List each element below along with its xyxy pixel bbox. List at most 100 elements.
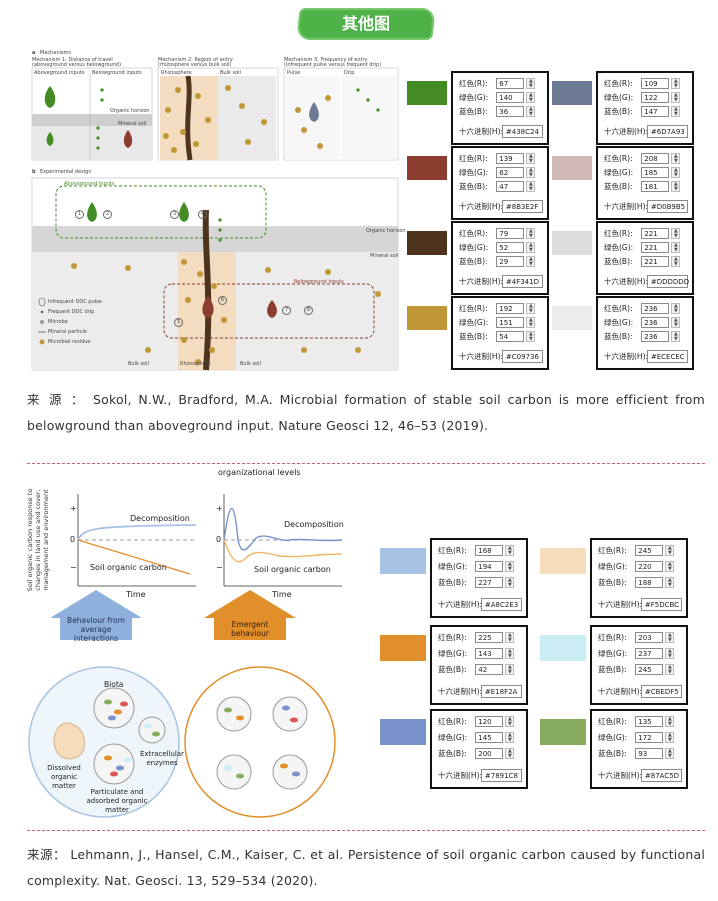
spinner-arrows-icon[interactable]: ▲▼: [526, 228, 536, 239]
value-field-red[interactable]: 168: [475, 545, 504, 556]
spinner-arrows-icon[interactable]: ▲▼: [671, 78, 681, 89]
value-field-red[interactable]: 192: [496, 303, 525, 314]
spinner-arrows-icon[interactable]: ▲▼: [526, 256, 536, 267]
value-field-green[interactable]: 221: [641, 242, 670, 253]
spinner-arrows-icon[interactable]: ▲▼: [526, 317, 536, 328]
spinner-arrows-icon[interactable]: ▲▼: [671, 303, 681, 314]
value-field-green[interactable]: 62: [496, 167, 525, 178]
value-field-green[interactable]: 185: [641, 167, 670, 178]
spinner-arrows-icon[interactable]: ▲▼: [526, 78, 536, 89]
value-field-red[interactable]: 236: [641, 303, 670, 314]
spinner-arrows-icon[interactable]: ▲▼: [665, 576, 675, 588]
panel-label-red: 红色(R):: [598, 633, 627, 642]
spinner-arrows-icon[interactable]: ▲▼: [505, 632, 515, 643]
value-field-green[interactable]: 194: [475, 560, 504, 572]
panel-label-hex: 十六进制(H):: [598, 771, 643, 780]
spinner-arrows-icon[interactable]: ▲▼: [665, 663, 675, 675]
hex-field[interactable]: #CBEDF5: [640, 685, 683, 698]
spinner-arrows-icon[interactable]: ▲▼: [671, 106, 681, 117]
spinner-arrows-icon[interactable]: ▲▼: [505, 576, 515, 588]
spinner-arrows-icon[interactable]: ▲▼: [671, 256, 681, 267]
spinner-arrows-icon[interactable]: ▲▼: [526, 106, 536, 117]
hex-field[interactable]: #DDDDDD: [646, 275, 689, 288]
spinner-arrows-icon[interactable]: ▲▼: [526, 242, 536, 253]
hex-field[interactable]: #ECECEC: [646, 350, 689, 363]
value-field-green[interactable]: 151: [496, 317, 525, 328]
value-field-blue[interactable]: 93: [635, 747, 664, 759]
value-field-blue[interactable]: 47: [496, 181, 525, 192]
hex-field[interactable]: #4F341D: [501, 275, 544, 288]
hex-field[interactable]: #D0B9B5: [646, 200, 689, 213]
value-field-blue[interactable]: 188: [635, 576, 664, 588]
spinner-arrows-icon[interactable]: ▲▼: [665, 731, 675, 743]
hex-field[interactable]: #87AC5D: [640, 769, 683, 782]
value-field-red[interactable]: 79: [496, 228, 525, 239]
value-field-green[interactable]: 140: [496, 92, 525, 103]
spinner-arrows-icon[interactable]: ▲▼: [671, 317, 681, 328]
spinner-arrows-icon[interactable]: ▲▼: [505, 647, 515, 659]
spinner-arrows-icon[interactable]: ▲▼: [526, 167, 536, 178]
spinner-arrows-icon[interactable]: ▲▼: [526, 181, 536, 192]
value-field-blue[interactable]: 245: [635, 663, 664, 675]
value-field-green[interactable]: 145: [475, 731, 504, 743]
spinner-arrows-icon[interactable]: ▲▼: [671, 167, 681, 178]
hex-field[interactable]: #C09736: [501, 350, 544, 363]
spinner-arrows-icon[interactable]: ▲▼: [505, 545, 515, 556]
spinner-arrows-icon[interactable]: ▲▼: [505, 716, 515, 727]
value-field-green[interactable]: 143: [475, 647, 504, 659]
value-field-red[interactable]: 225: [475, 632, 504, 643]
spinner-arrows-icon[interactable]: ▲▼: [505, 663, 515, 675]
hex-field[interactable]: #438C24: [501, 125, 544, 138]
value-field-blue[interactable]: 29: [496, 256, 525, 267]
value-field-blue[interactable]: 181: [641, 181, 670, 192]
value-field-red[interactable]: 67: [496, 78, 525, 89]
spinner-arrows-icon[interactable]: ▲▼: [505, 731, 515, 743]
value-field-blue[interactable]: 54: [496, 331, 525, 342]
value-field-blue[interactable]: 236: [641, 331, 670, 342]
spinner-arrows-icon[interactable]: ▲▼: [526, 303, 536, 314]
value-field-red[interactable]: 139: [496, 153, 525, 164]
spinner-arrows-icon[interactable]: ▲▼: [671, 331, 681, 342]
value-field-red[interactable]: 135: [635, 716, 664, 727]
spinner-arrows-icon[interactable]: ▲▼: [526, 331, 536, 342]
hex-field[interactable]: #6D7A93: [646, 125, 689, 138]
spinner-arrows-icon[interactable]: ▲▼: [665, 747, 675, 759]
spinner-arrows-icon[interactable]: ▲▼: [526, 92, 536, 103]
hex-field[interactable]: #7891C8: [480, 769, 523, 782]
hex-field[interactable]: #E18F2A: [480, 685, 523, 698]
value-field-red[interactable]: 109: [641, 78, 670, 89]
value-field-green[interactable]: 122: [641, 92, 670, 103]
value-field-red[interactable]: 203: [635, 632, 664, 643]
value-field-blue[interactable]: 221: [641, 256, 670, 267]
spinner-arrows-icon[interactable]: ▲▼: [526, 153, 536, 164]
value-field-red[interactable]: 120: [475, 716, 504, 727]
value-field-red[interactable]: 208: [641, 153, 670, 164]
spinner-arrows-icon[interactable]: ▲▼: [665, 560, 675, 572]
hex-field[interactable]: #A8C2E3: [480, 598, 523, 611]
value-field-blue[interactable]: 42: [475, 663, 504, 675]
spinner-arrows-icon[interactable]: ▲▼: [671, 92, 681, 103]
value-field-green[interactable]: 172: [635, 731, 664, 743]
spinner-arrows-icon[interactable]: ▲▼: [671, 153, 681, 164]
spinner-arrows-icon[interactable]: ▲▼: [671, 242, 681, 253]
spinner-arrows-icon[interactable]: ▲▼: [505, 560, 515, 572]
spinner-arrows-icon[interactable]: ▲▼: [665, 545, 675, 556]
value-field-green[interactable]: 52: [496, 242, 525, 253]
value-field-red[interactable]: 221: [641, 228, 670, 239]
spinner-arrows-icon[interactable]: ▲▼: [665, 647, 675, 659]
spinner-arrows-icon[interactable]: ▲▼: [671, 181, 681, 192]
value-field-green[interactable]: 220: [635, 560, 664, 572]
spinner-arrows-icon[interactable]: ▲▼: [671, 228, 681, 239]
value-field-green[interactable]: 236: [641, 317, 670, 328]
value-field-blue[interactable]: 200: [475, 747, 504, 759]
value-field-red[interactable]: 245: [635, 545, 664, 556]
value-field-green[interactable]: 237: [635, 647, 664, 659]
value-field-blue[interactable]: 147: [641, 106, 670, 117]
spinner-arrows-icon[interactable]: ▲▼: [665, 632, 675, 643]
hex-field[interactable]: #F5DCBC: [640, 598, 683, 611]
spinner-arrows-icon[interactable]: ▲▼: [505, 747, 515, 759]
value-field-blue[interactable]: 36: [496, 106, 525, 117]
value-field-blue[interactable]: 227: [475, 576, 504, 588]
spinner-arrows-icon[interactable]: ▲▼: [665, 716, 675, 727]
hex-field[interactable]: #8B3E2F: [501, 200, 544, 213]
